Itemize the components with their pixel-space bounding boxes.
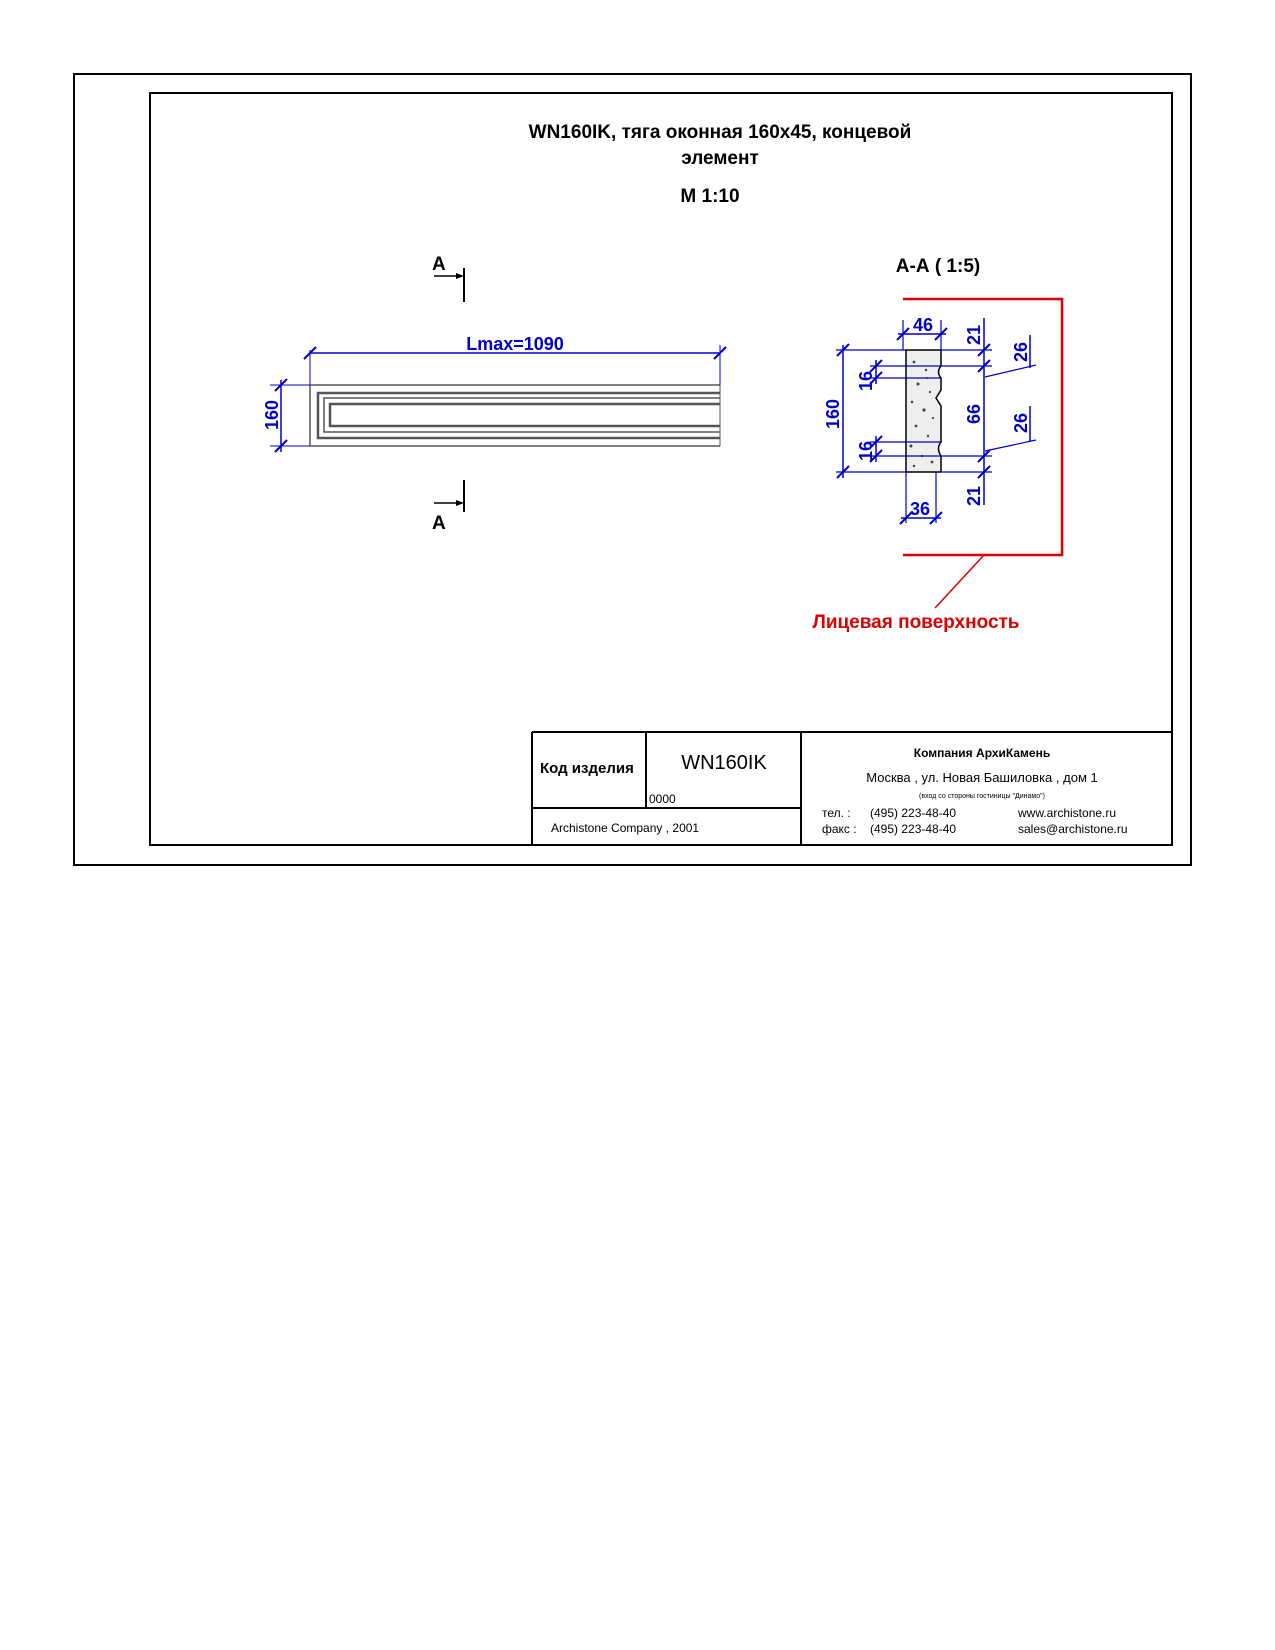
dim-right-top: 21 [964,325,984,345]
section-view: А-А ( 1:5) Лицевая поверхность [812,256,1064,633]
fax-number: (495) 223-48-40 [870,822,956,836]
title-line-1: WN160IK, тяга оконная 160х45, концевой [529,122,912,143]
section-dimensions [836,318,1037,525]
length-dimension: Lmax=1090 [303,334,727,385]
scale-label: М 1:10 [680,186,739,207]
email-link[interactable]: sales@archistone.ru [1018,822,1128,836]
face-surface-label: Лицевая поверхность [812,612,1019,633]
fax-label: факс : [822,822,857,836]
dim-right-bottom: 21 [964,486,984,506]
length-label: Lmax=1090 [466,334,564,354]
dim-total-height: 160 [823,399,843,429]
code-value: WN160IK [681,752,767,774]
company-address: Москва , ул. Новая Башиловка , дом 1 [866,770,1097,785]
dim-top-width: 46 [913,315,933,335]
section-letter-bottom: А [432,513,446,534]
section-mark-top: А [432,254,465,302]
section-mark-bottom: А [432,480,465,534]
dim-slope-upper: 26 [1011,342,1031,362]
sheet-title: WN160IK, тяга оконная 160х45, концевой э… [529,122,912,207]
dim-right-middle: 66 [964,404,984,424]
face-surface-marker [903,297,1064,609]
address-note: (вход со стороны гостиницы "Динамо") [919,793,1045,800]
phone-label: тел. : [822,806,851,820]
code-label: Код изделия [540,760,634,777]
title-line-2: элемент [681,148,759,169]
section-letter-top: А [432,254,446,275]
plan-view: А А Lmax=1090 [262,254,727,534]
section-profile [905,349,942,473]
inner-frame [149,92,1173,846]
height-label: 160 [262,400,282,430]
dim-left-lower: 16 [856,441,876,461]
dim-bottom-width: 36 [910,499,930,519]
dim-left-upper: 16 [856,371,876,391]
title-block: Код изделия WN160IK 0000 Archistone Comp… [531,731,1172,845]
company-name: Компания АрхиКамень [914,746,1050,760]
code-number: 0000 [649,792,676,806]
section-title: А-А ( 1:5) [896,256,980,277]
element-body [309,384,721,447]
outer-frame [73,73,1192,866]
height-dimension: 160 [262,378,310,453]
website-link[interactable]: www.archistone.ru [1017,806,1116,820]
dim-slope-lower: 26 [1011,413,1031,433]
copyright-line: Archistone Company , 2001 [551,821,699,835]
phone-number: (495) 223-48-40 [870,806,956,820]
